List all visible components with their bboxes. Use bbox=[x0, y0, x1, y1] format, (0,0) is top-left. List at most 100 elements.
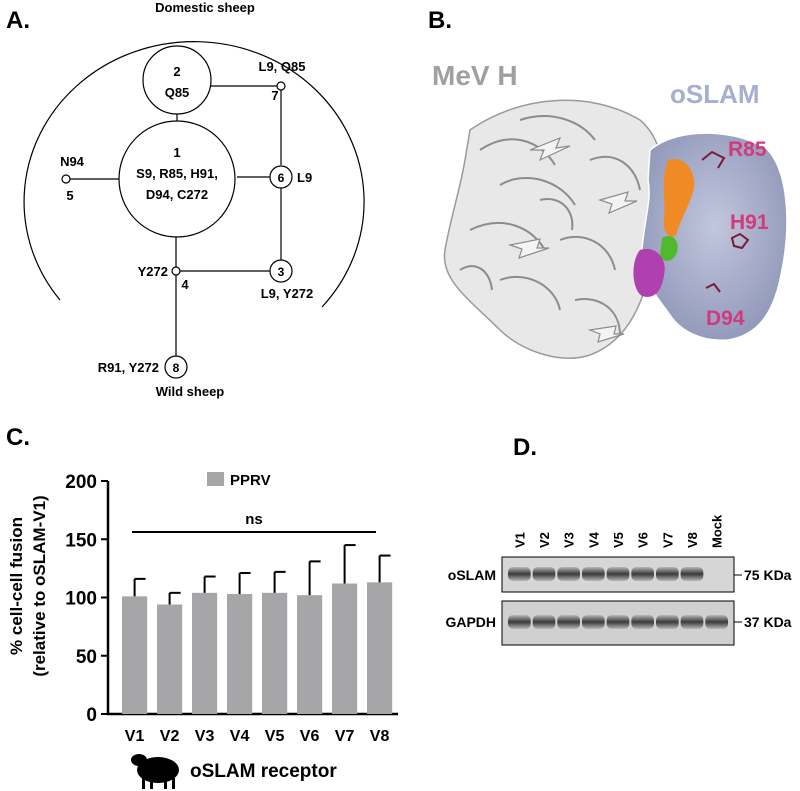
node-5: N94 5 bbox=[60, 154, 85, 203]
band-oslam-v5 bbox=[606, 567, 630, 581]
band-gapdh-v4 bbox=[582, 615, 605, 629]
y-axis-title-line-1: % cell-cell fusion bbox=[7, 517, 26, 655]
bar-v3 bbox=[192, 592, 218, 714]
residue-d94: D94 bbox=[706, 307, 745, 330]
svg-text:Y272: Y272 bbox=[138, 264, 168, 279]
svg-text:R91, Y272: R91, Y272 bbox=[98, 360, 159, 375]
sheep-icon bbox=[131, 754, 179, 789]
band-gapdh-v5 bbox=[606, 615, 630, 629]
blot-row-gapdh: GAPDH 37 KDa bbox=[445, 600, 792, 646]
y-tick-label-200: 200 bbox=[65, 472, 97, 493]
node-2: 2 Q85 bbox=[142, 45, 212, 115]
band-gapdh-mock bbox=[705, 615, 728, 629]
panel-b-label: B. bbox=[428, 7, 452, 34]
legend: PPRV bbox=[207, 472, 271, 489]
band-oslam-v7 bbox=[656, 567, 679, 581]
band-oslam-v6 bbox=[631, 567, 654, 581]
blot-row-label-oslam: oSLAM bbox=[448, 567, 496, 583]
panel-b: B. bbox=[428, 7, 788, 359]
svg-text:7: 7 bbox=[271, 88, 278, 103]
domestic-sheep-arc bbox=[23, 41, 365, 308]
svg-text:D94, C272: D94, C272 bbox=[146, 187, 208, 202]
band-oslam-v8 bbox=[680, 567, 704, 581]
bar-v2 bbox=[157, 604, 183, 714]
significance-annotation: ns bbox=[132, 511, 376, 533]
band-gapdh-v7 bbox=[656, 615, 679, 629]
band-oslam-v4 bbox=[582, 567, 605, 581]
node-3: 3 L9, Y272 bbox=[261, 259, 314, 301]
x-tick-label-v2: V2 bbox=[160, 728, 180, 745]
blot-lane-label-v5: V5 bbox=[611, 532, 626, 548]
node-7: L9, Q85 7 bbox=[259, 59, 306, 103]
wild-sheep-label: Wild sheep bbox=[156, 384, 225, 399]
band-gapdh-v3 bbox=[557, 615, 580, 629]
residue-h91: H91 bbox=[730, 211, 769, 234]
band-oslam-v1 bbox=[508, 567, 531, 581]
svg-text:L9, Y272: L9, Y272 bbox=[261, 286, 314, 301]
y-axis-title: % cell-cell fusion (relative to oSLAM-V1… bbox=[7, 495, 49, 676]
bar-v6 bbox=[297, 595, 323, 714]
band-gapdh-v1 bbox=[508, 615, 531, 629]
svg-text:2: 2 bbox=[173, 64, 180, 79]
oslam-surface bbox=[633, 132, 788, 341]
blot-lane-label-v1: V1 bbox=[512, 532, 527, 548]
mev-h-ribbon bbox=[443, 99, 665, 359]
svg-text:1: 1 bbox=[173, 145, 180, 160]
residue-r85: R85 bbox=[728, 138, 767, 161]
bar-v8 bbox=[367, 582, 393, 714]
x-tick-label-v5: V5 bbox=[265, 728, 285, 745]
x-tick-label-v6: V6 bbox=[300, 728, 320, 745]
domestic-sheep-label: Domestic sheep bbox=[155, 0, 255, 15]
legend-label-pprv: PPRV bbox=[230, 472, 271, 489]
svg-text:L9: L9 bbox=[297, 170, 312, 185]
blot-size-37: 37 KDa bbox=[744, 614, 792, 630]
band-oslam-v2 bbox=[532, 567, 556, 581]
x-axis-title-text: oSLAM receptor bbox=[190, 761, 337, 782]
svg-text:5: 5 bbox=[66, 188, 73, 203]
blot-size-75: 75 KDa bbox=[744, 567, 792, 583]
node-1: 1 S9, R85, H91, D94, C272 bbox=[118, 120, 236, 238]
band-gapdh-v2 bbox=[532, 615, 556, 629]
blot-lane-label-v3: V3 bbox=[562, 532, 577, 548]
blot-lane-label-v8: V8 bbox=[685, 532, 700, 548]
bar-v4 bbox=[227, 594, 253, 714]
x-tick-label-v3: V3 bbox=[195, 728, 215, 745]
svg-text:Q85: Q85 bbox=[165, 85, 190, 100]
legend-swatch-pprv bbox=[207, 472, 224, 486]
svg-text:3: 3 bbox=[278, 265, 285, 279]
node-6: 6 L9 bbox=[269, 165, 312, 189]
band-gapdh-v8 bbox=[680, 615, 704, 629]
blot-row-label-gapdh: GAPDH bbox=[445, 614, 496, 630]
mev-h-label: MeV H bbox=[432, 60, 518, 91]
panel-a: A. Domestic sheep 1 S9, R85, H91, D94, C… bbox=[6, 0, 365, 399]
blot-lane-label-v7: V7 bbox=[660, 532, 675, 548]
svg-text:4: 4 bbox=[181, 277, 189, 292]
x-tick-label-v1: V1 bbox=[125, 728, 145, 745]
x-tick-label-v7: V7 bbox=[335, 728, 355, 745]
network-edges bbox=[66, 85, 282, 356]
svg-text:8: 8 bbox=[173, 361, 180, 375]
blot-lane-label-v2: V2 bbox=[537, 532, 552, 548]
panel-a-label: A. bbox=[6, 7, 30, 34]
x-axis-title: oSLAM receptor bbox=[131, 754, 337, 789]
panel-c: C. % cell-cell fusion (relative to oSLAM… bbox=[6, 424, 398, 789]
blot-row-oslam: oSLAM 75 KDa bbox=[448, 556, 792, 593]
y-tick-label-150: 150 bbox=[65, 530, 97, 551]
blot-lane-label-v6: V6 bbox=[636, 532, 651, 548]
blot-lane-label-mock: Mock bbox=[710, 514, 725, 548]
panel-d-label: D. bbox=[513, 434, 537, 461]
y-tick-label-0: 0 bbox=[86, 705, 97, 726]
y-axis-title-line-2: (relative to oSLAM-V1) bbox=[30, 495, 49, 676]
blot-lane-labels: V1 V2 V3 V4 V5 V6 V7 V8 Mock bbox=[512, 514, 724, 548]
band-gapdh-v6 bbox=[631, 615, 654, 629]
bar-v7 bbox=[332, 583, 358, 714]
svg-text:S9, R85, H91,: S9, R85, H91, bbox=[136, 166, 218, 181]
blot-lane-label-v4: V4 bbox=[586, 531, 601, 548]
x-tick-label-v8: V8 bbox=[370, 728, 390, 745]
bar-v1 bbox=[122, 596, 148, 714]
band-oslam-v3 bbox=[557, 567, 580, 581]
panel-c-label: C. bbox=[6, 424, 30, 451]
svg-text:L9, Q85: L9, Q85 bbox=[259, 59, 306, 74]
